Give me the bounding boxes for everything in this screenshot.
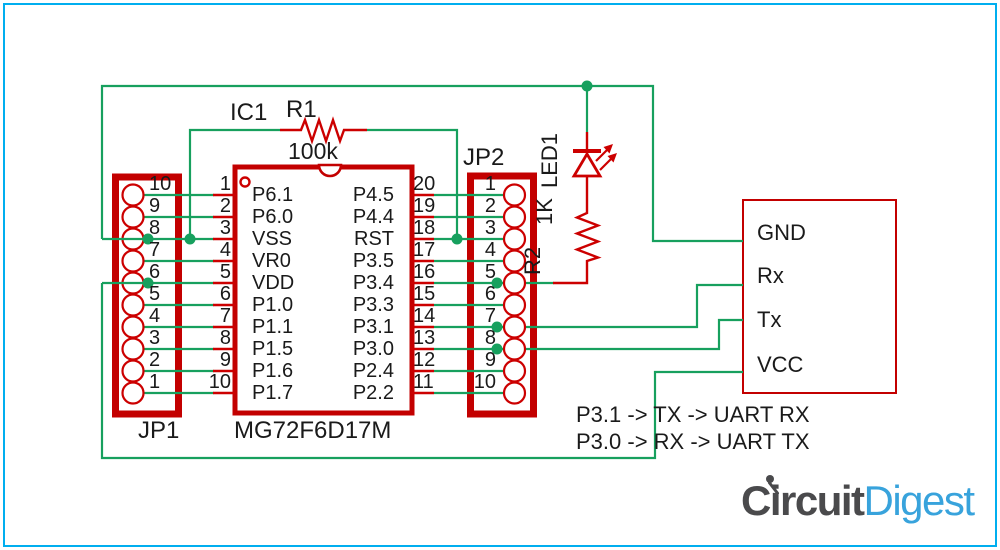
jp1-connector-body — [112, 173, 182, 418]
r1-refdes: R1 — [286, 96, 317, 123]
ic-pin-label: RST — [354, 228, 394, 250]
ic-pin-number: 1 — [219, 173, 231, 195]
ic-pin-number: 5 — [219, 261, 231, 283]
jp2-label: JP2 — [463, 144, 505, 171]
ic-pin-label: P2.2 — [352, 382, 394, 404]
ic-pin-number: 15 — [413, 283, 436, 305]
ic-pin-label: P3.4 — [352, 272, 394, 294]
ic-pin-number: 18 — [413, 217, 436, 239]
jp2-pin-number: 8 — [484, 327, 496, 349]
ic-pin1-marker-icon — [239, 176, 251, 188]
ic-pin-number: 11 — [413, 371, 434, 393]
ic-pin-number: 9 — [219, 349, 231, 371]
ic-pin-number: 8 — [219, 327, 231, 349]
jp2-pin-number: 2 — [484, 195, 496, 217]
wires-under — [100, 84, 743, 460]
ic-pin-label: P3.0 — [352, 338, 394, 360]
logo-text-circuit: Circuit — [741, 477, 865, 524]
ic-pin-label: VR0 — [252, 250, 291, 272]
jp1-pin-number: 5 — [149, 283, 161, 305]
r1-resistor-symbol — [280, 116, 367, 145]
uart-pin-vcc: VCC — [757, 352, 804, 377]
ic-pin-label: VDD — [252, 272, 295, 294]
jp1-pin-number: 9 — [149, 195, 161, 217]
ic-pin-number: 4 — [219, 239, 231, 261]
uart-pin-tx: Tx — [757, 307, 782, 332]
r1-value: 100k — [288, 138, 338, 164]
ic-pin-number: 20 — [413, 173, 436, 195]
junction-dots — [142, 80, 593, 355]
ic-pin-number: 10 — [208, 371, 231, 393]
logo-text-digest: Digest — [863, 477, 976, 524]
ic-refdes: IC1 — [230, 99, 268, 126]
ic-pin-label: P3.5 — [352, 250, 394, 272]
note-rx-mapping: P3.0 -> RX -> UART TX — [576, 429, 810, 454]
jp2-pin-number: 9 — [484, 349, 496, 371]
ic-pin-label: P2.4 — [352, 360, 394, 382]
component-symbols — [213, 116, 617, 395]
ic-pin-label: P4.5 — [352, 184, 394, 206]
uart-pin-rx: Rx — [757, 263, 784, 288]
ic-pin-number: 3 — [219, 217, 231, 239]
ic-pin-number: 17 — [413, 239, 436, 261]
jp2-pin-number: 7 — [484, 305, 496, 327]
ic-pin-label: P1.1 — [252, 316, 294, 338]
ic-pin-label: P1.7 — [252, 382, 294, 404]
jp1-pin-number: 1 — [149, 371, 161, 393]
ic-pin-label: P6.1 — [252, 184, 294, 206]
jp1-pin-number: 7 — [149, 239, 161, 261]
ic-pin-number: 16 — [413, 261, 436, 283]
ic-pin-label: P3.3 — [352, 294, 394, 316]
jp2-connector-body — [467, 172, 537, 418]
uart-module-box — [742, 199, 897, 394]
jp1-pin-number: 3 — [149, 327, 161, 349]
ic-pin-label: P3.1 — [352, 316, 394, 338]
r2-resistor-symbol — [553, 176, 602, 285]
ic-pin-number: 13 — [413, 327, 436, 349]
ic-pin-label: P1.0 — [252, 294, 294, 316]
ic-pin-label: P1.6 — [252, 360, 294, 382]
jp1-pin-number: 4 — [149, 305, 161, 327]
jp1-pin-number: 10 — [149, 173, 172, 195]
ic-pin-number: 14 — [413, 305, 436, 327]
jp2-pin-number: 10 — [473, 371, 496, 393]
jp1-pin-number: 6 — [149, 261, 161, 283]
jp1-pads — [121, 183, 145, 405]
ic-part-number: MG72F6D17M — [234, 417, 392, 444]
ic-pin-label: P4.4 — [352, 206, 394, 228]
ic-pin-label: P1.5 — [252, 338, 294, 360]
ic-pin-number: 7 — [219, 305, 231, 327]
jp2-pin-number: 1 — [484, 173, 496, 195]
ic-pin-label: VSS — [252, 228, 293, 250]
jp1-pin-number: 2 — [149, 349, 161, 371]
jp2-pin-number: 5 — [484, 261, 496, 283]
jp1-pin-number: 8 — [149, 217, 161, 239]
ic-body — [232, 163, 415, 416]
jp2-pin-number: 6 — [484, 283, 496, 305]
ic-pin-number: 6 — [219, 283, 231, 305]
ic-pin-number: 2 — [219, 195, 231, 217]
jp2-pads — [502, 183, 527, 405]
uart-pin-gnd: GND — [757, 220, 806, 245]
ic-pin-number: 19 — [413, 195, 436, 217]
jp1-label: JP1 — [138, 417, 180, 444]
jp2-pin-number: 4 — [484, 239, 496, 261]
ic-notch-icon — [317, 163, 343, 178]
jp2-pin-number: 3 — [484, 217, 496, 239]
circuitdigest-logo: CircuitDigest — [741, 477, 976, 524]
page-border-frame — [3, 3, 997, 547]
ic-pin-number: 12 — [413, 349, 436, 371]
note-tx-mapping: P3.1 -> TX -> UART RX — [576, 402, 810, 427]
logo-needle-dot-icon — [766, 475, 774, 483]
ic-pin-label: P6.0 — [252, 206, 294, 228]
